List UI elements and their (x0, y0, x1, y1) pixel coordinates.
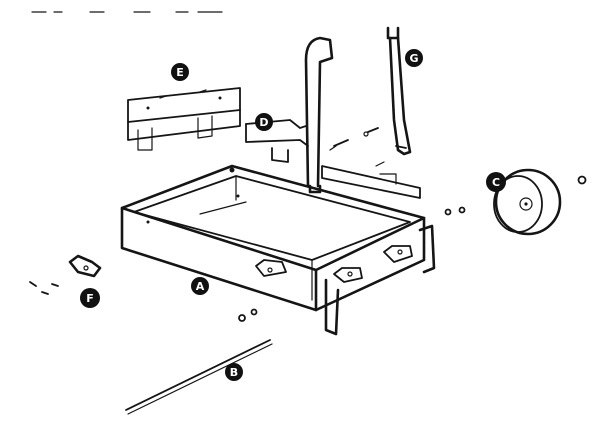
svg-text:D: D (259, 116, 268, 129)
svg-text:G: G (409, 52, 418, 65)
part-b-axle-rod (125, 339, 273, 415)
label-c: C (486, 172, 506, 192)
tray-axle-brackets (255, 245, 413, 283)
svg-text:C: C (492, 176, 500, 189)
tray-front-hardware (238, 308, 258, 322)
label-g: G (405, 49, 423, 67)
label-f: F (80, 288, 100, 308)
label-d: D (255, 113, 273, 131)
handle-hardware (329, 127, 385, 167)
svg-text:F: F (86, 292, 94, 305)
part-a-tray (120, 164, 436, 336)
svg-text:A: A (196, 280, 205, 293)
part-f-bracket (29, 254, 102, 295)
label-a: A (191, 277, 209, 295)
label-e: E (171, 63, 189, 81)
svg-text:E: E (176, 66, 184, 79)
part-e-back-panel (127, 87, 241, 151)
svg-text:B: B (230, 366, 238, 379)
part-c-wheel (444, 168, 587, 236)
label-b: B (225, 363, 243, 381)
